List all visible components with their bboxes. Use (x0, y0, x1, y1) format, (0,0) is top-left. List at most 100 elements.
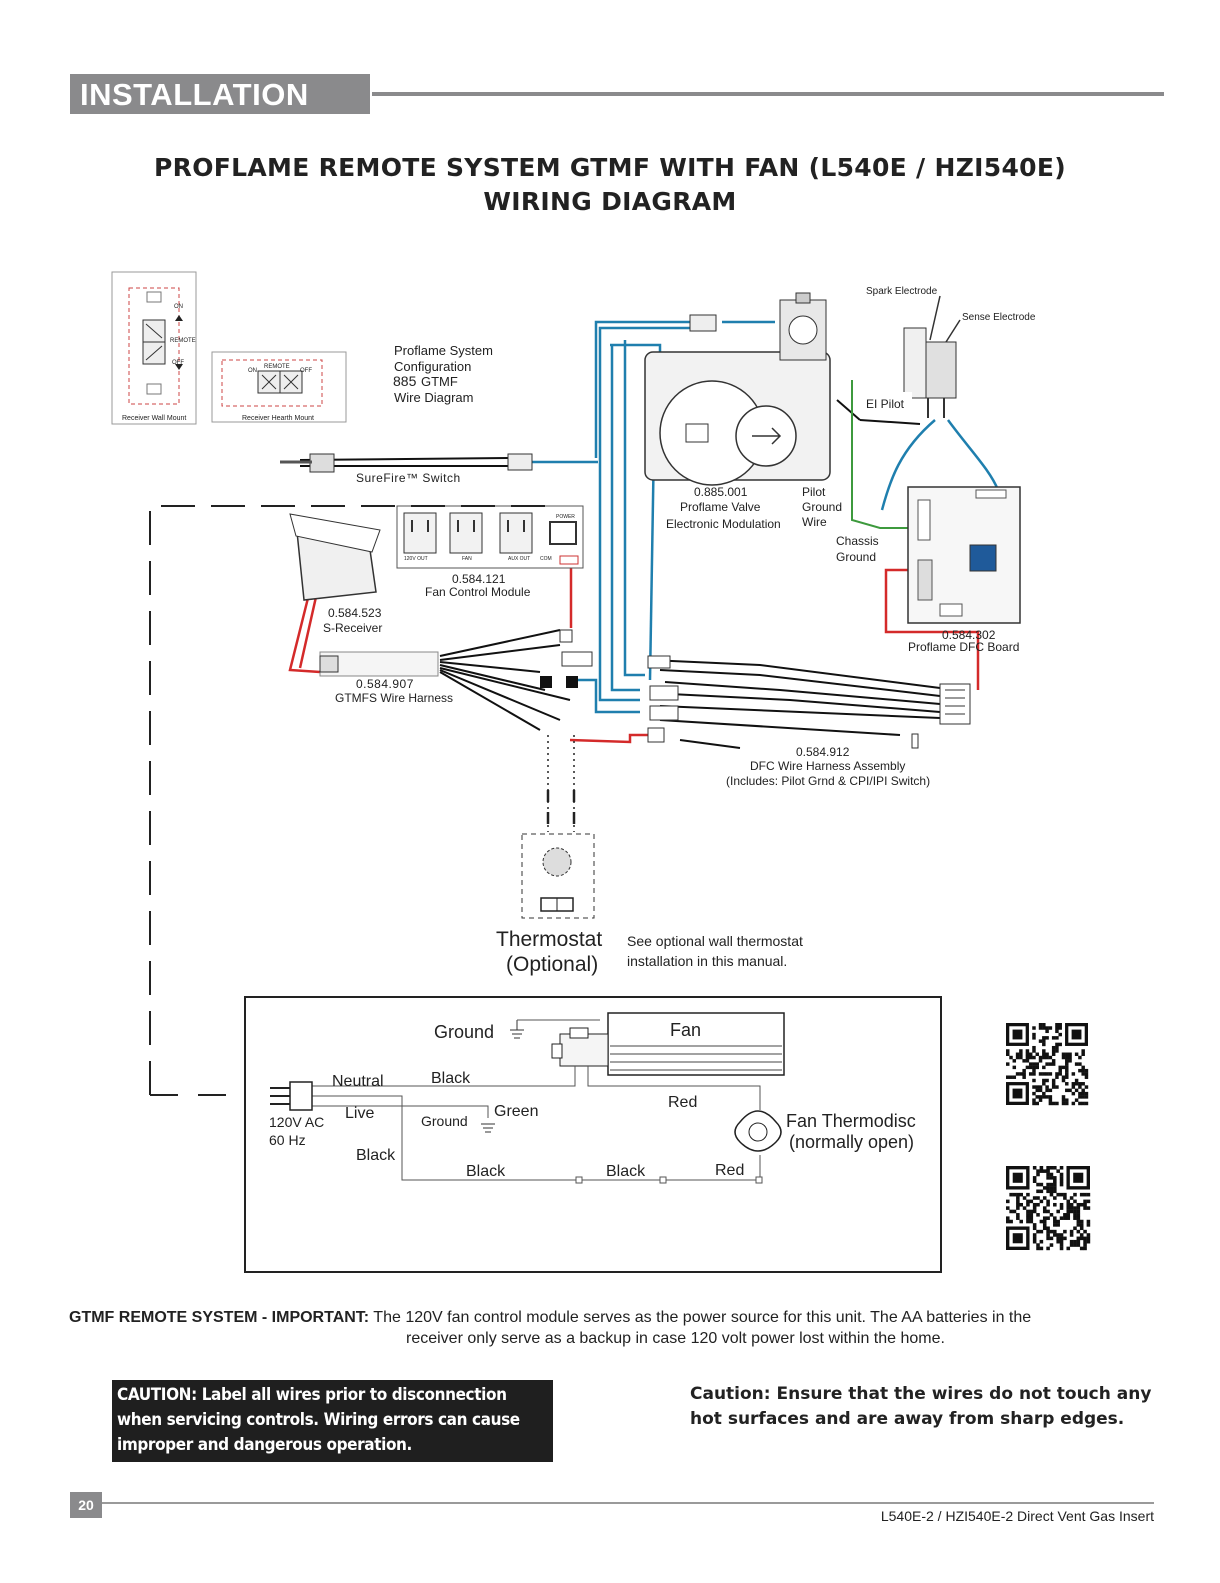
caution-note: Caution: Ensure that the wires do not to… (690, 1382, 1160, 1432)
qr-code-top (1006, 1023, 1089, 1106)
hearth-remote: REMOTE (264, 364, 290, 370)
sense-electrode-label: Sense Electrode (962, 312, 1036, 323)
chassis-ground-label: Chassis Ground (836, 534, 879, 564)
thermostat-l1: Thermostat (496, 928, 602, 951)
fc-black-top: Black (431, 1070, 471, 1087)
dfc-harness: 0.584.912 DFC Wire Harness Assembly (Inc… (647, 655, 971, 788)
fan-module-120v: 120V OUT (404, 556, 428, 562)
fc-ac-l1: 120V AC (269, 1114, 324, 1130)
section-header-label: INSTALLATION (80, 77, 309, 112)
s-receiver: 0.584.523 S-Receiver (289, 513, 382, 635)
fan-module-part: 0.584.121 (452, 572, 506, 586)
hearth-off: OFF (300, 368, 312, 374)
footer-rule (102, 1502, 1154, 1504)
caution-box-l1: CAUTION: Label all wires prior to discon… (117, 1385, 507, 1405)
thermostat-note-l2: installation in this manual. (627, 953, 787, 969)
important-note: GTMF REMOTE SYSTEM - IMPORTANT: The 120V… (69, 1307, 1169, 1349)
green-wire (851, 380, 908, 529)
fc-ground-mid: Ground (421, 1113, 468, 1129)
chassis-ground-l1: Chassis (836, 534, 879, 548)
wall-on: ON (174, 304, 183, 310)
surefire-switch: SureFire™ Switch (280, 453, 533, 485)
valve-part: 0.885.001 (694, 485, 748, 499)
wall-remote: REMOTE (170, 338, 196, 344)
pilot-ground-l3: Wire (802, 515, 827, 529)
surefire-label: SureFire™ Switch (356, 471, 461, 485)
dfc-harness-name: DFC Wire Harness Assembly (750, 759, 905, 773)
fan-circuit: Ground Fan Neutral Black Live Ground Gre… (244, 996, 942, 1273)
caution-box-l3: improper and dangerous operation. (117, 1435, 412, 1455)
thermostat-note-l1: See optional wall thermostat (627, 933, 803, 949)
fan-module-name: Fan Control Module (425, 585, 531, 599)
fc-fan: Fan (670, 1020, 701, 1040)
spark-electrode-label: Spark Electrode (866, 286, 938, 297)
caution-note-l1: Caution: Ensure that the wires do not to… (690, 1384, 1152, 1404)
gtmfs-name: GTMFS Wire Harness (335, 691, 453, 705)
fc-black-left: Black (356, 1147, 396, 1164)
wall-off: OFF (172, 360, 184, 366)
page-number: 20 (70, 1492, 102, 1518)
important-text2: receiver only serve as a backup in case … (406, 1330, 945, 1347)
valve-desc: Electronic Modulation (666, 517, 781, 531)
fc-black-b2: Black (606, 1163, 646, 1180)
config-code: 885 (393, 373, 417, 389)
config-note: Proflame System Configuration 885 GTMF W… (393, 343, 493, 405)
config-line1: Proflame System (394, 343, 493, 358)
red-wires (288, 560, 980, 744)
fc-red-bottom: Red (715, 1162, 744, 1179)
fc-black-b1: Black (466, 1163, 506, 1180)
page-title: PROFLAME REMOTE SYSTEM GTMF WITH FAN (L5… (154, 153, 1066, 182)
gtmfs-harness: 0.584.907 GTMFS Wire Harness (319, 629, 593, 705)
boundary-dash (149, 505, 560, 1095)
thermostat-l2: (Optional) (506, 953, 598, 976)
proflame-valve: 0.885.001 Proflame Valve Electronic Modu… (644, 292, 831, 531)
fc-neutral: Neutral (332, 1073, 384, 1090)
ei-pilot-label: EI Pilot (866, 397, 905, 411)
pilot-ground-label: Pilot Ground Wire (802, 485, 842, 529)
s-receiver-name: S-Receiver (323, 621, 382, 635)
fc-red-top: Red (668, 1094, 697, 1111)
pilot-assembly: Spark Electrode Sense Electrode EI Pilot (862, 286, 1036, 418)
fc-live: Live (345, 1105, 374, 1122)
fan-module-aux: AUX OUT (508, 556, 530, 562)
dfc-board: 0.584.302 Proflame DFC Board (907, 486, 1021, 654)
footer-doc-title: L540E-2 / HZI540E-2 Direct Vent Gas Inse… (880, 1508, 1154, 1524)
receiver-wall-mount: ON REMOTE OFF Receiver Wall Mount (111, 271, 197, 425)
pilot-ground-l1: Pilot (802, 485, 826, 499)
config-line4: Wire Diagram (394, 390, 473, 405)
thermostat: Thermostat (Optional) See optional wall … (496, 833, 803, 976)
hearth-on: ON (248, 368, 257, 374)
fc-ac-l2: 60 Hz (269, 1132, 306, 1148)
section-header: INSTALLATION (70, 74, 370, 114)
config-line3: GTMF (421, 374, 458, 389)
caution-note-l2: hot surfaces and are away from sharp edg… (690, 1409, 1125, 1429)
qr-code-bottom (1006, 1166, 1091, 1251)
black-wires (299, 321, 941, 749)
dfc-harness-includes: (Includes: Pilot Grnd & CPI/IPI Switch) (726, 774, 930, 788)
important-label: GTMF REMOTE SYSTEM - IMPORTANT: (69, 1309, 370, 1326)
receiver-hearth-mount: ON REMOTE OFF Receiver Hearth Mount (211, 351, 347, 423)
pilot-ground-l2: Ground (802, 500, 842, 514)
wall-caption: Receiver Wall Mount (122, 415, 186, 422)
caution-box-l2: when servicing controls. Wiring errors c… (117, 1410, 520, 1430)
caution-box: CAUTION: Label all wires prior to discon… (112, 1380, 553, 1462)
fan-module-com: COM (540, 556, 552, 562)
thermostat-wires (546, 735, 576, 832)
fc-green: Green (494, 1103, 538, 1120)
fc-thermodisc-l1: Fan Thermodisc (786, 1111, 916, 1131)
hearth-caption: Receiver Hearth Mount (242, 415, 314, 422)
valve-name: Proflame Valve (680, 500, 761, 514)
fc-ground-top: Ground (434, 1022, 494, 1042)
gtmfs-part: 0.584.907 (356, 677, 414, 691)
dfc-board-name: Proflame DFC Board (908, 640, 1019, 654)
fan-control-module: 120V OUT FAN AUX OUT COM POWER 0.584.121… (396, 505, 584, 599)
fan-module-power: POWER (556, 514, 575, 520)
fan-module-fan: FAN (462, 556, 472, 562)
header-rule (372, 92, 1164, 96)
page-subtitle: WIRING DIAGRAM (483, 187, 737, 216)
important-text1: The 120V fan control module serves as th… (373, 1309, 1032, 1326)
dfc-board-part: 0.584.302 (942, 628, 996, 642)
dfc-harness-part: 0.584.912 (796, 745, 850, 759)
fc-thermodisc-l2: (normally open) (789, 1132, 914, 1152)
